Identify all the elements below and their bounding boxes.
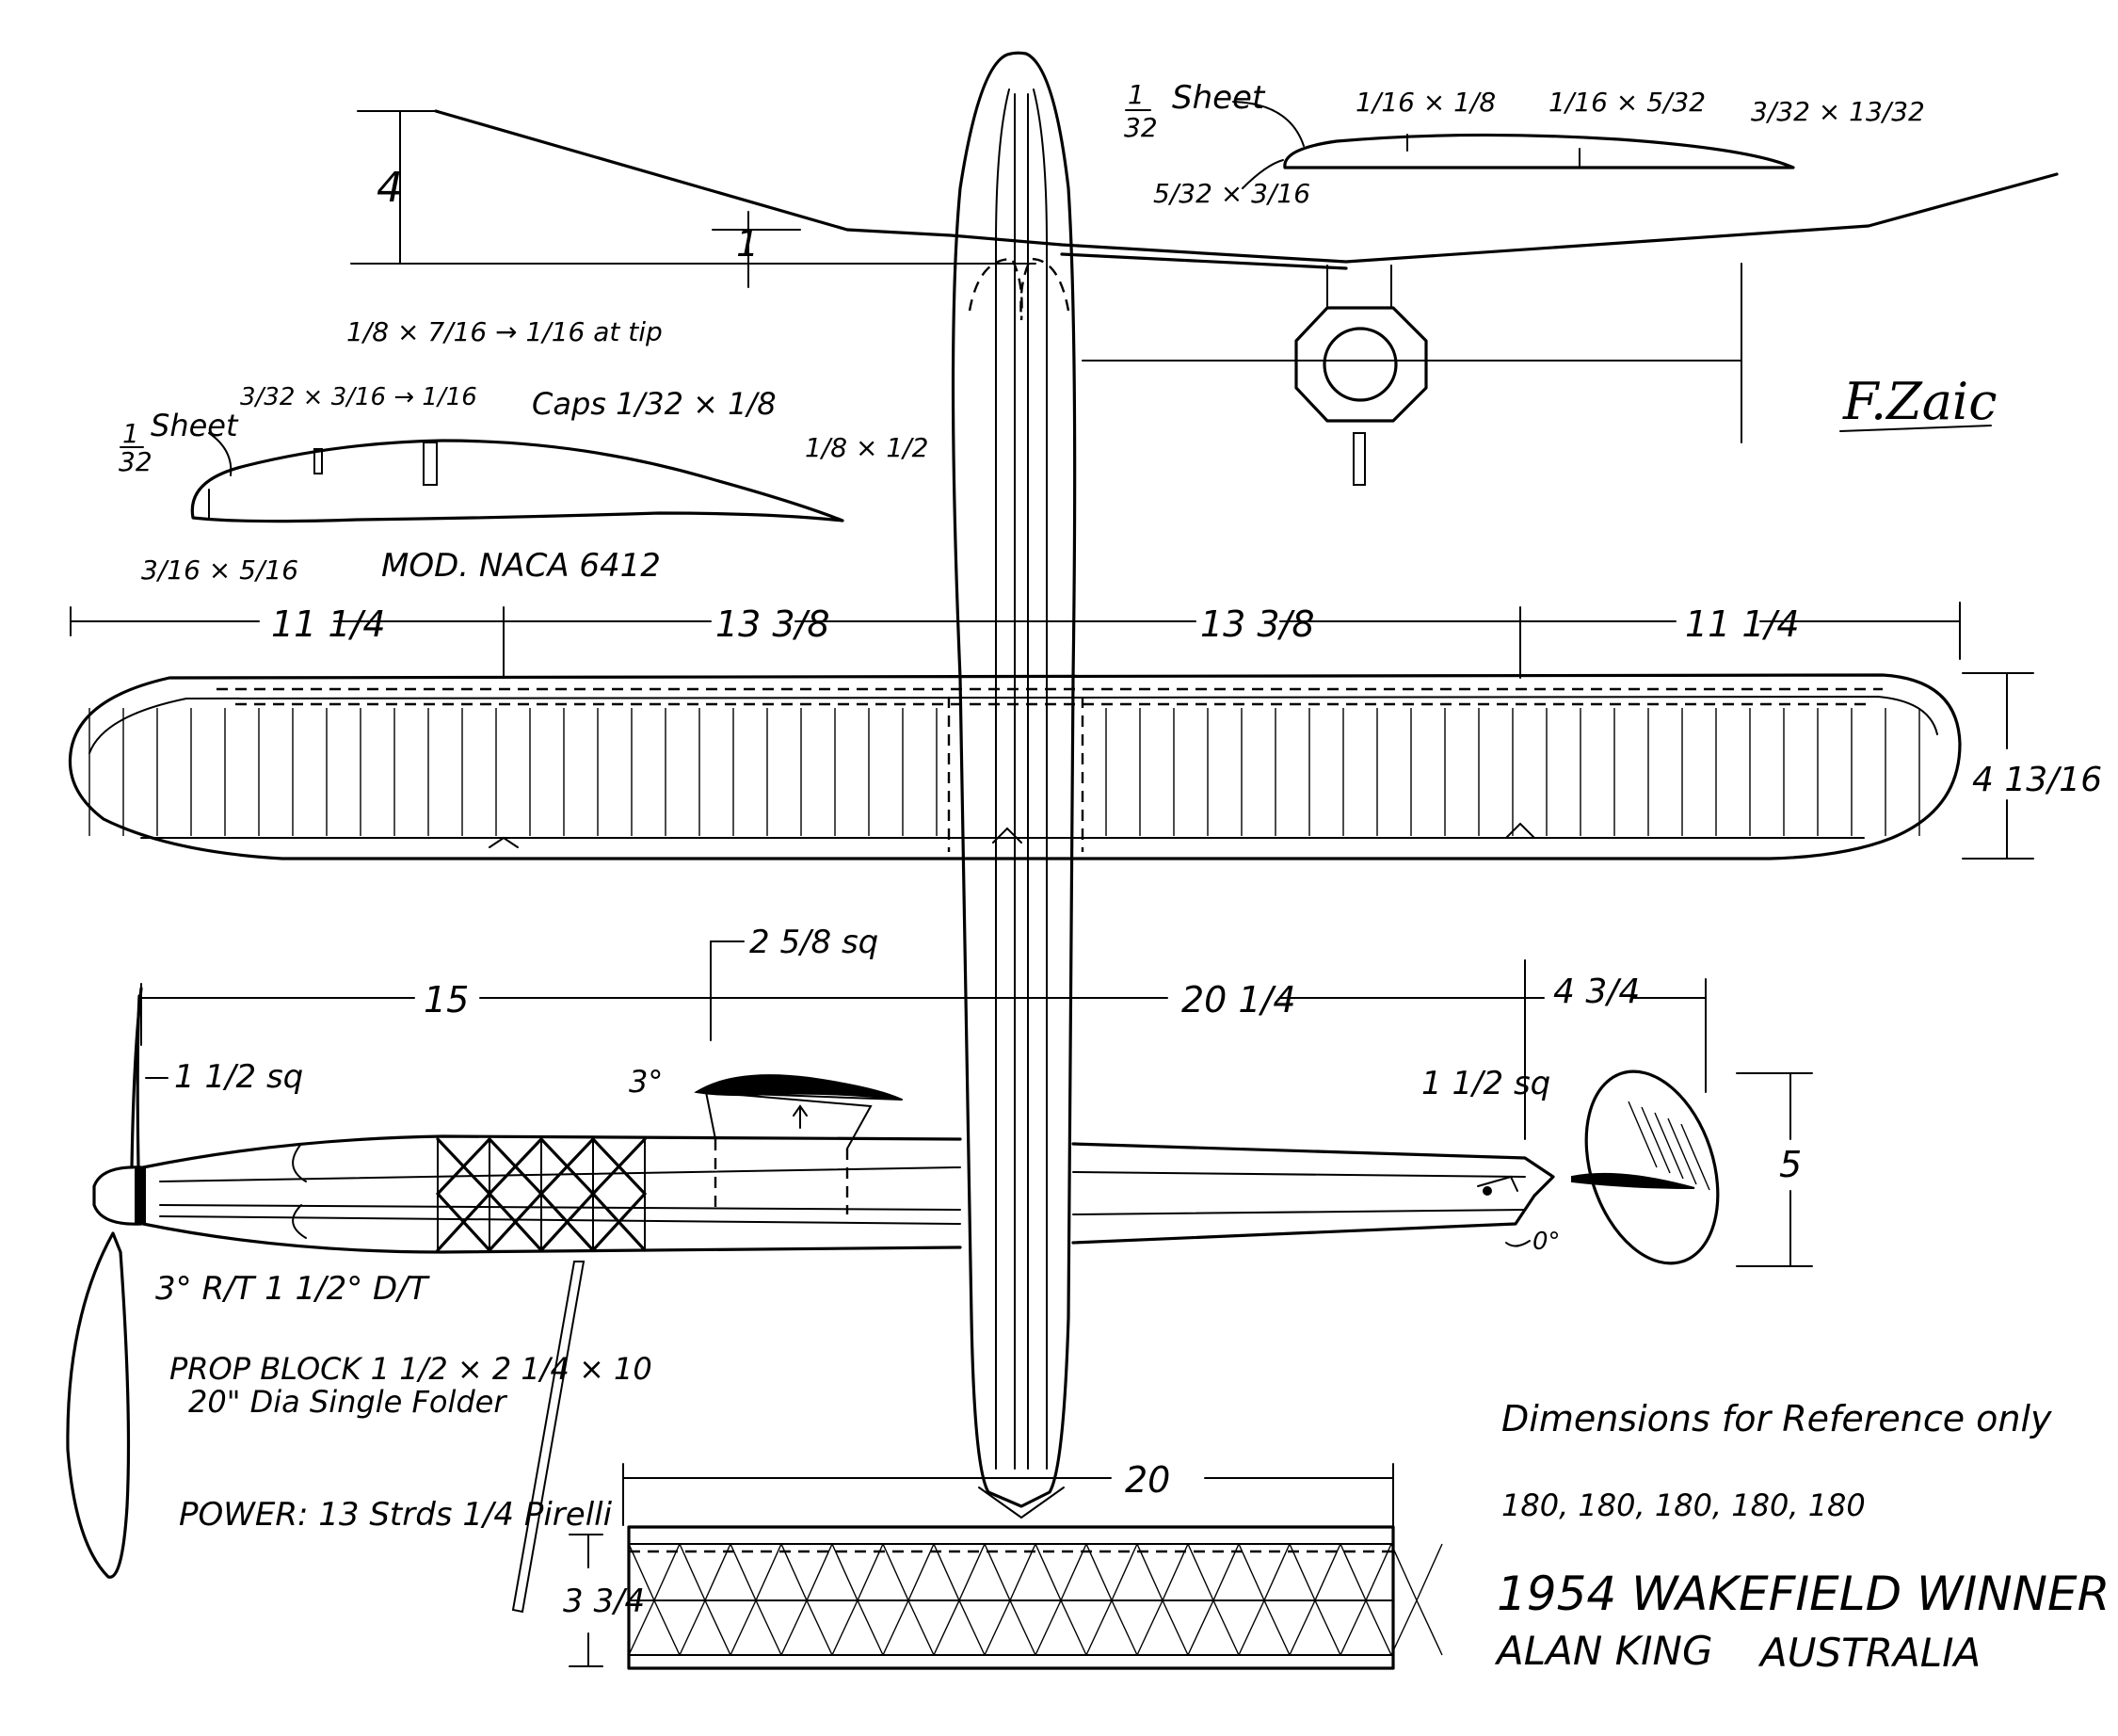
fuselage-side-outline: [141, 1134, 1555, 1254]
nose-length-label: 15: [424, 979, 469, 1021]
fuselage-side-view: 0°: [92, 1074, 1561, 1614]
motor-bay-bracing: [436, 1137, 647, 1252]
tail-chord-label: 4 3/4: [1553, 972, 1640, 1011]
tip-spar2-label: 1/16 × 5/32: [1548, 87, 1706, 118]
tip-sheet-fraction-den: 32: [1124, 112, 1158, 143]
series-numbers: 180, 180, 180, 180, 180: [1501, 1487, 1866, 1523]
tip-rib-airfoil: [1283, 133, 1795, 169]
wing-top-view: [68, 673, 1962, 860]
propeller-lower-blade: [66, 1231, 131, 1579]
dihedral-height-label: 4: [377, 164, 403, 212]
root-spar2-label: 3/32 × 3/16 → 1/16: [240, 383, 477, 411]
prop-label: 20" Dia Single Folder: [188, 1384, 507, 1420]
stabilizer-top-view: 20 3 3/4: [563, 1459, 1443, 1670]
designer-country: AUSTRALIA: [1757, 1630, 1981, 1676]
wing-span-label-2: 13 3/8: [715, 603, 830, 645]
wing-span-label-1: 11 1/4: [271, 603, 386, 645]
pylon-incidence-label: 3°: [629, 1064, 663, 1100]
wing-span-dimensions: 11 1/4 13 3/8 13 3/8 11 1/4 4 13/16: [70, 602, 2102, 860]
landing-gear-leg: [511, 1261, 586, 1614]
side-view-notes: 3° R/T 1 1/2° D/T PROP BLOCK 1 1/2 × 2 1…: [155, 1270, 652, 1534]
front-view-wing-lower: [1060, 252, 1348, 270]
root-caps-label: Caps 1/32 × 1/8: [532, 386, 777, 422]
root-sheet-fraction-den: 32: [119, 446, 152, 477]
wing-span-label-4: 11 1/4: [1685, 603, 1800, 645]
stab-span-label: 20: [1125, 1459, 1170, 1501]
center-dihedral-label: 1: [736, 223, 759, 265]
prop-block-label: PROP BLOCK 1 1/2 × 2 1/4 × 10: [169, 1351, 652, 1387]
motor-tube-circle: [1323, 327, 1398, 402]
root-rib-section: 1/8 × 7/16 → 1/16 at tip 1 32 Sheet 3/32…: [119, 316, 928, 586]
fuselage-cross-section: [1294, 306, 1428, 423]
fuselage-top-outline: [951, 51, 1077, 1508]
fuselage-top-view: [951, 51, 1077, 1519]
tip-sheet-fraction-num: 1: [1128, 79, 1145, 110]
fin-side-view: [1571, 1069, 1720, 1265]
root-rib-airfoil: [190, 439, 844, 523]
nose-block: [135, 1168, 146, 1223]
tail-incidence-label: 0°: [1532, 1228, 1561, 1256]
svg-text:F.Zaic: F.Zaic: [1842, 372, 1997, 431]
front-view-wing-outline: [434, 109, 2059, 264]
title-block: Dimensions for Reference only 180, 180, …: [1494, 1398, 2110, 1676]
fin-outline: [1584, 1069, 1720, 1265]
root-leading-edge-label: 3/16 × 5/16: [141, 555, 298, 586]
tip-leading-edge-label: 5/32 × 3/16: [1153, 178, 1310, 209]
reference-note: Dimensions for Reference only: [1501, 1398, 2052, 1439]
wing-chord-label: 4 13/16: [1972, 761, 2102, 799]
root-sheet-label: Sheet: [151, 408, 239, 443]
wing-span-label-3: 13 3/8: [1200, 603, 1315, 645]
signature-mark: F.Zaic: [1839, 372, 1997, 432]
pylon-section-label: 2 5/8 sq: [749, 924, 878, 961]
airfoil-name-label: MOD. NACA 6412: [381, 547, 661, 585]
root-trailing-edge-label: 1/8 × 1/2: [805, 432, 928, 463]
power-label: POWER: 13 Strds 1/4 Pirelli: [179, 1496, 613, 1534]
drawing-title: 1954 WAKEFIELD WINNER: [1497, 1567, 2110, 1621]
wing-ribs-group: [88, 708, 1920, 836]
propeller: [66, 987, 143, 1579]
thrust-label: 3° R/T 1 1/2° D/T: [155, 1270, 430, 1308]
landing-gear-stub: [1353, 432, 1366, 486]
designer-name: ALAN KING: [1494, 1628, 1713, 1674]
root-sheet-fraction-num: 1: [122, 418, 139, 449]
tip-spar1-label: 1/16 × 1/8: [1356, 87, 1496, 118]
stab-chord-label: 3 3/4: [563, 1583, 645, 1620]
wing-planform-outline: [68, 673, 1962, 860]
tail-moment-label: 20 1/4: [1181, 979, 1296, 1021]
nose-spinner: [92, 1165, 143, 1226]
fin-hatching: [1628, 1101, 1710, 1191]
front-section-label: 1 1/2 sq: [174, 1058, 303, 1096]
tip-sheet-label: Sheet: [1172, 79, 1266, 117]
side-view-dimensions: 15 20 1/4 4 3/4 2 5/8 sq 1 1/2 sq 1 1/2 …: [140, 924, 1813, 1267]
fin-height-label: 5: [1779, 1144, 1802, 1185]
root-spar-note: 1/8 × 7/16 → 1/16 at tip: [346, 316, 663, 347]
tip-rib-section: 1 32 Sheet 1/16 × 1/8 1/16 × 5/32 3/32 ×…: [1124, 79, 1925, 209]
front-view: 4 1: [350, 109, 2059, 486]
tip-trailing-edge-label: 3/32 × 13/32: [1751, 96, 1925, 127]
stab-outline: [627, 1525, 1395, 1670]
rear-section-label: 1 1/2 sq: [1421, 1065, 1550, 1102]
stab-ribs-group: [628, 1543, 1443, 1656]
